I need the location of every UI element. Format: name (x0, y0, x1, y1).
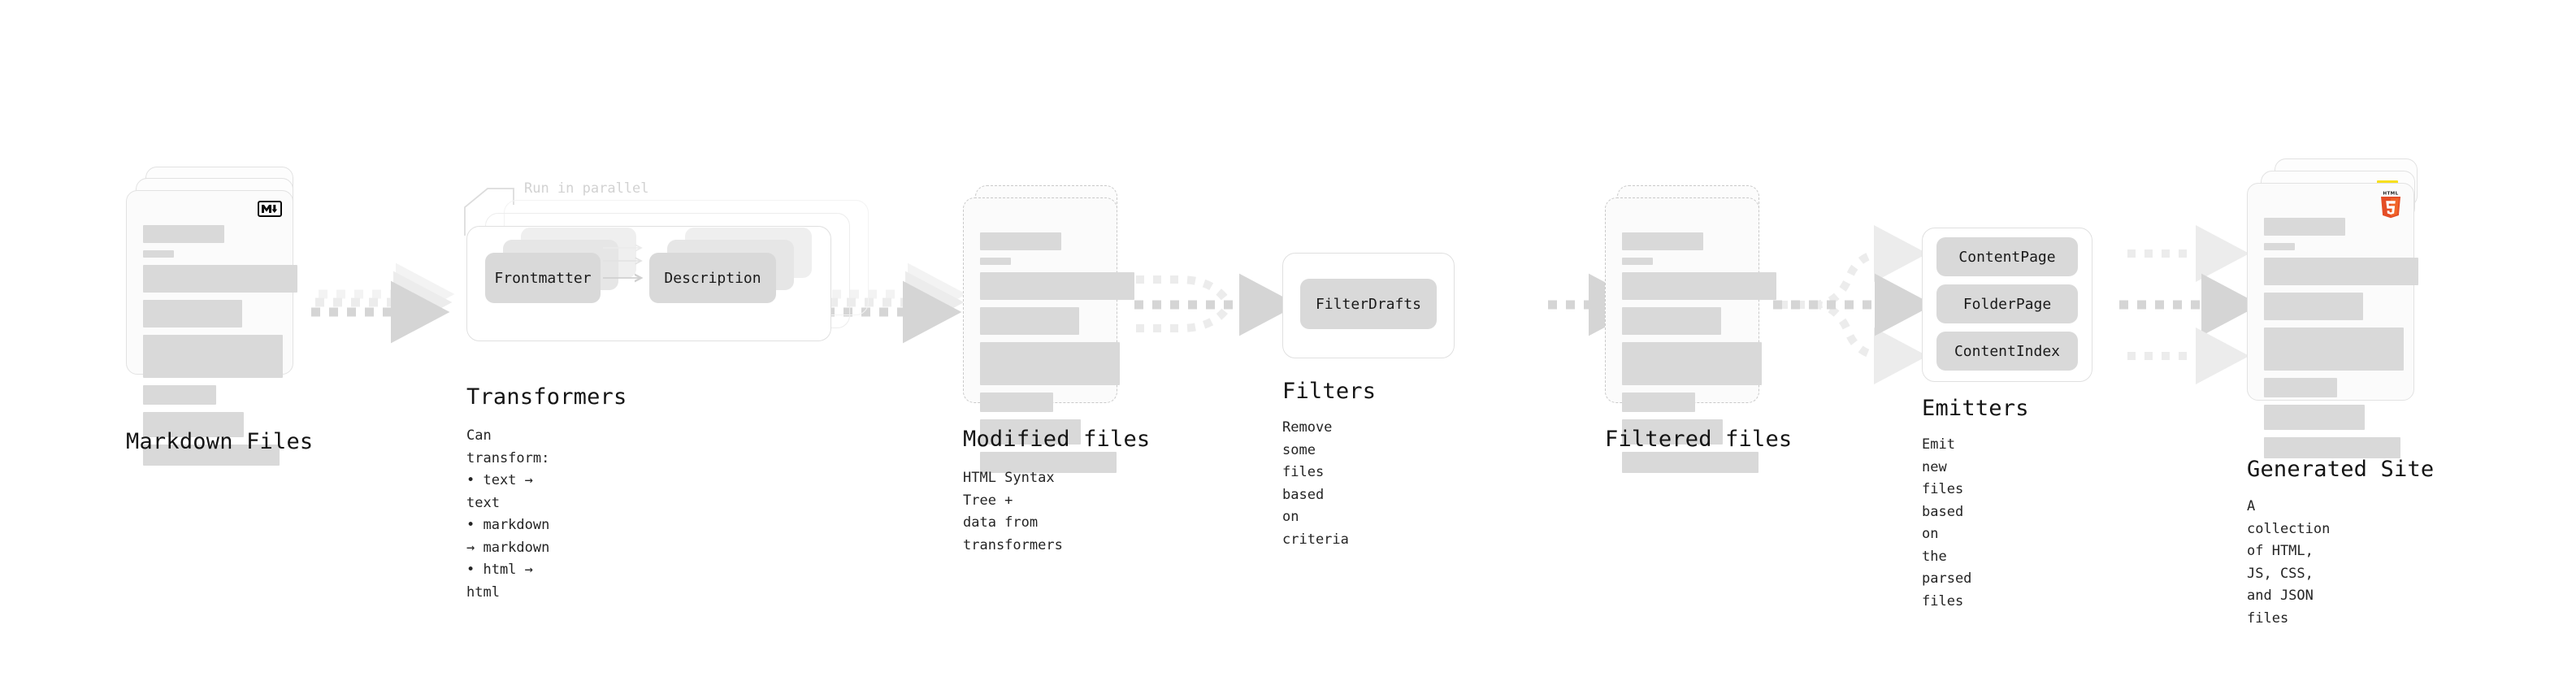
transformers-title: Transformers (466, 384, 627, 410)
modified-files-subtitle: HTML Syntax Tree + data from transformer… (963, 470, 1063, 553)
placeholder-line (980, 232, 1061, 250)
placeholder-line (2264, 258, 2418, 285)
generated-site-subtitle: A collection of HTML, JS, CSS, and JSON … (2247, 498, 2331, 627)
markdown-icon (258, 201, 282, 217)
emitters-subtitle: Emit new files based on the parsed files (1922, 436, 1972, 609)
emitter-chip-contentindex-label: ContentIndex (1954, 342, 2061, 360)
placeholder-line (980, 452, 1117, 473)
placeholder-line (1622, 307, 1721, 335)
placeholder-line (980, 272, 1134, 300)
generated-doc-front: HTML (2247, 183, 2418, 458)
placeholder-line (143, 412, 244, 437)
placeholder-line (2264, 243, 2295, 250)
placeholder-line (2264, 293, 2363, 320)
placeholder-line (143, 265, 297, 293)
placeholder-line (143, 445, 280, 466)
filtered-doc-front (1605, 197, 1776, 473)
transformers-subtitle: Can transform: • text → text • markdown … (466, 427, 550, 601)
markdown-doc-placeholder-lines (143, 225, 297, 473)
transformer-chip-description[interactable]: Description (649, 253, 776, 303)
emitter-chip-contentpage[interactable]: ContentPage (1936, 237, 2078, 276)
placeholder-line (143, 225, 224, 243)
transformer-chip-description-label: Description (664, 269, 761, 287)
markdown-glyph (262, 205, 278, 213)
placeholder-line (980, 342, 1120, 385)
placeholder-line (143, 250, 174, 258)
placeholder-line (980, 307, 1079, 335)
markdown-doc-front (126, 190, 297, 466)
transformers-inner-arrows (603, 236, 653, 314)
svg-text:HTML: HTML (2383, 191, 2398, 196)
placeholder-line (1622, 419, 1723, 445)
placeholder-line (980, 419, 1081, 445)
placeholder-line (1622, 232, 1703, 250)
filter-chip-filterdrafts[interactable]: FilterDrafts (1300, 279, 1437, 329)
filtered-doc-placeholder-lines (1622, 232, 1776, 480)
filtered-files-title: Filtered files (1605, 427, 1793, 452)
modified-doc-front (963, 197, 1134, 473)
markdown-files-title: Markdown Files (126, 429, 314, 454)
run-in-parallel-note: Run in parallel (524, 180, 649, 197)
modified-files-title: Modified files (963, 427, 1151, 452)
placeholder-line (143, 300, 242, 327)
emitter-chip-contentpage-label: ContentPage (1958, 248, 2056, 266)
placeholder-line (2264, 327, 2404, 371)
filter-chip-filterdrafts-label: FilterDrafts (1315, 295, 1422, 313)
emitters-title: Emitters (1922, 396, 2029, 421)
generated-doc-placeholder-lines (2264, 218, 2418, 466)
placeholder-line (2264, 218, 2345, 236)
html5-icon: HTML (2378, 189, 2404, 219)
connector-filtered-to-emitters (1773, 225, 1934, 384)
emitter-chip-folderpage[interactable]: FolderPage (1936, 284, 2078, 323)
connector-md-to-transformers (311, 262, 455, 344)
filters-title: Filters (1282, 379, 1377, 404)
modified-doc-placeholder-lines (980, 232, 1134, 480)
transformer-chip-frontmatter[interactable]: Frontmatter (485, 253, 601, 303)
placeholder-line (2264, 405, 2365, 430)
connector-emitters-to-site (2119, 225, 2261, 384)
placeholder-line (1622, 258, 1653, 265)
placeholder-line (2264, 437, 2400, 458)
generated-site-title: Generated Site (2247, 457, 2435, 482)
placeholder-line (1622, 452, 1759, 473)
connector-modified-to-filters (1134, 273, 1299, 336)
placeholder-line (143, 385, 216, 405)
emitter-chip-contentindex[interactable]: ContentIndex (1936, 332, 2078, 371)
html5-glyph: HTML (2381, 191, 2400, 219)
placeholder-line (1622, 393, 1695, 412)
emitter-chip-folderpage-label: FolderPage (1962, 295, 2052, 313)
placeholder-line (980, 393, 1053, 412)
placeholder-line (143, 335, 283, 378)
placeholder-line (1622, 272, 1776, 300)
placeholder-line (1622, 342, 1762, 385)
transformer-chip-frontmatter-label: Frontmatter (494, 269, 592, 287)
placeholder-line (2264, 378, 2337, 397)
filters-subtitle: Remove some files based on criteria (1282, 419, 1349, 548)
placeholder-line (980, 258, 1011, 265)
